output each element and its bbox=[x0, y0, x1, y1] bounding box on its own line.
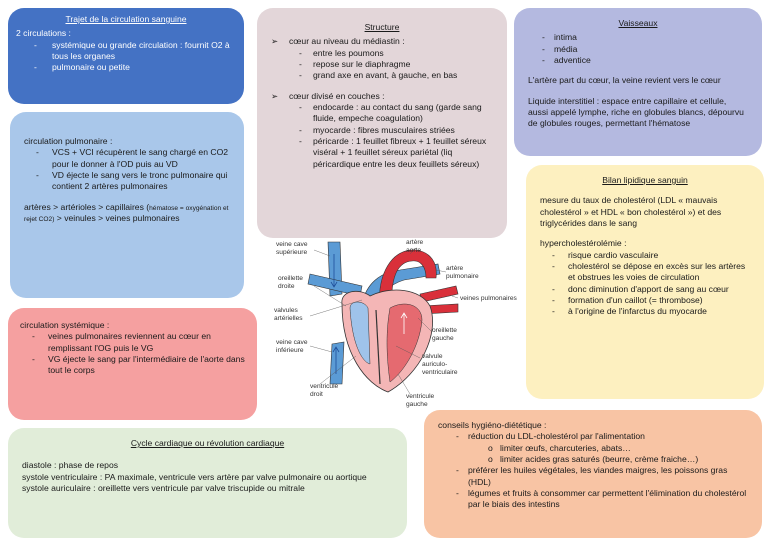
cycle-line: diastole : phase de repos bbox=[22, 460, 119, 471]
list-item: grand axe en avant, à gauche, en bas bbox=[271, 70, 493, 82]
cycle-line: systole auriculaire : oreillette vers ve… bbox=[22, 483, 305, 494]
label-vg-2: gauche bbox=[406, 401, 428, 408]
list-item: péricarde : 1 feuillet fibreux + 1 feuil… bbox=[271, 136, 493, 170]
trajet-title: Trajet de la circulation sanguine bbox=[65, 14, 187, 24]
trajet-card: Trajet de la circulation sanguine 2 circ… bbox=[8, 8, 244, 104]
heart-diagram: veine cave supérieure artère aorte artèr… bbox=[274, 239, 518, 408]
list-item: repose sur le diaphragme bbox=[271, 59, 493, 71]
trajet-intro: 2 circulations : bbox=[16, 28, 71, 39]
pulmonaire-heading: circulation pulmonaire : bbox=[24, 136, 113, 146]
cycle-title: Cycle cardiaque ou révolution cardiaque bbox=[130, 438, 285, 448]
flow-arrow-icon bbox=[332, 346, 340, 374]
pulmonaire-list: VCS + VCI récupèrent le sang chargé en C… bbox=[24, 147, 230, 192]
list-item: réduction du LDL-cholestérol par l'alime… bbox=[438, 431, 748, 443]
list-item: risque cardio vasculaire bbox=[540, 250, 750, 262]
list-item: donc diminution d'apport de sang au cœur bbox=[540, 284, 750, 296]
label-artere-2: aorte bbox=[406, 247, 421, 254]
bilan-title: Bilan lipidique sanguin bbox=[602, 175, 688, 185]
conseils-card: conseils hygiéno-diététique : réduction … bbox=[424, 410, 762, 538]
list-item: média bbox=[528, 44, 748, 56]
label-va-2: artérielles bbox=[274, 315, 303, 322]
label-vav-1: valvule bbox=[422, 353, 443, 360]
vaisseaux-text-1: L'artère part du cœur, la veine revient … bbox=[528, 75, 721, 86]
bilan-card: Bilan lipidique sanguin mesure du taux d… bbox=[526, 165, 764, 399]
flow-arrow-icon bbox=[330, 254, 338, 288]
label-va-1: valvules bbox=[274, 307, 299, 314]
label-vci-1: veine cave bbox=[276, 339, 308, 346]
left-ventricle-shape bbox=[386, 303, 423, 383]
trajet-list: systémique ou grande circulation : fourn… bbox=[16, 40, 236, 74]
list-item: pulmonaire ou petite bbox=[16, 62, 236, 74]
sub-list-item: limiter acides gras saturés (beurre, crè… bbox=[438, 454, 748, 466]
label-ap-1: artère bbox=[446, 265, 464, 272]
right-ventricle-shape bbox=[349, 301, 371, 365]
cycle-card: Cycle cardiaque ou révolution cardiaque … bbox=[8, 428, 407, 538]
flow-arrow-icon bbox=[400, 312, 408, 334]
list-item: myocarde : fibres musculaires striées bbox=[271, 125, 493, 137]
pulmonaire-chain: artères > artérioles > capillaires (héma… bbox=[24, 202, 230, 225]
label-vav-2: auriculo- bbox=[422, 361, 447, 368]
label-og-2: gauche bbox=[432, 335, 454, 342]
aorta-shape bbox=[379, 249, 437, 313]
bilan-list: risque cardio vasculaire cholestérol se … bbox=[540, 250, 750, 318]
bilan-text-2: hypercholestérolémie : bbox=[540, 238, 627, 249]
label-od-1: oreillette bbox=[278, 275, 303, 282]
list-item: systémique ou grande circulation : fourn… bbox=[16, 40, 236, 63]
label-ap-2: pulmonaire bbox=[446, 273, 479, 280]
list-item: légumes et fruits à consommer car permet… bbox=[438, 488, 748, 511]
label-og-1: oreillette bbox=[432, 327, 457, 334]
structure-card: Structure cœur au niveau du médiastin : … bbox=[257, 8, 507, 238]
list-item: VG éjecte le sang par l'intermédiaire de… bbox=[20, 354, 245, 377]
label-od-2: droite bbox=[278, 283, 295, 290]
label-vav-3: ventriculaire bbox=[422, 369, 458, 376]
label-vd-1: ventricule bbox=[310, 383, 339, 390]
label-vcs-2: supérieure bbox=[276, 249, 307, 256]
list-item: VD éjecte le sang vers le tronc pulmonai… bbox=[24, 170, 230, 193]
label-vcs-1: veine cave bbox=[276, 241, 308, 248]
vaisseaux-card: Vaisseaux intima média adventice L'artèr… bbox=[514, 8, 762, 156]
systemique-card: circulation systémique : veines pulmonai… bbox=[8, 308, 257, 420]
structure-title: Structure bbox=[364, 22, 400, 32]
label-vp: veines pulmonaires bbox=[460, 295, 518, 302]
label-vd-2: droit bbox=[310, 391, 323, 398]
list-item: entre les poumons bbox=[271, 48, 493, 60]
systemique-list: veines pulmonaires reviennent au cœur en… bbox=[20, 331, 245, 376]
conseils-list: réduction du LDL-cholestérol par l'alime… bbox=[438, 431, 748, 510]
list-item: préférer les huiles végétales, les viand… bbox=[438, 465, 748, 488]
list-item: à l'origine de l'infarctus du myocarde bbox=[540, 306, 750, 318]
label-vg-1: ventricule bbox=[406, 393, 435, 400]
bilan-text-1: mesure du taux de cholestérol (LDL « mau… bbox=[540, 195, 722, 229]
pulmonaire-card: circulation pulmonaire : VCS + VCI récup… bbox=[10, 112, 244, 298]
list-item: VCS + VCI récupèrent le sang chargé en C… bbox=[24, 147, 230, 170]
list-item: formation d'un caillot (= thrombose) bbox=[540, 295, 750, 307]
list-item: adventice bbox=[528, 55, 748, 67]
structure-point-1: cœur au niveau du médiastin : bbox=[271, 36, 493, 48]
structure-list-2: endocarde : au contact du sang (garde sa… bbox=[271, 102, 493, 170]
systemique-heading: circulation systémique : bbox=[20, 320, 110, 330]
vaisseaux-list: intima média adventice bbox=[528, 32, 748, 66]
vaisseaux-text-2: Liquide interstitiel : espace entre capi… bbox=[528, 95, 744, 129]
sub-list-item: limiter œufs, charcuteries, abats… bbox=[438, 443, 748, 455]
chain-text-a: artères > artérioles > capillaires ( bbox=[24, 201, 150, 212]
structure-point-2: cœur divisé en couches : bbox=[271, 91, 493, 103]
list-item: intima bbox=[528, 32, 748, 44]
chain-text-small: hématose = oxygénation et rejet CO2) bbox=[24, 204, 229, 224]
septum-shape bbox=[375, 309, 381, 385]
structure-list-1: entre les poumons repose sur le diaphrag… bbox=[271, 48, 493, 82]
list-item: veines pulmonaires reviennent au cœur en… bbox=[20, 331, 245, 354]
conseils-heading: conseils hygiéno-diététique : bbox=[438, 420, 547, 430]
cycle-line: systole ventriculaire : PA maximale, ven… bbox=[22, 471, 367, 482]
vaisseaux-title: Vaisseaux bbox=[618, 18, 658, 28]
label-vci-2: inférieure bbox=[276, 347, 304, 354]
chain-text-b: > veinules > veines pulmonaires bbox=[54, 213, 180, 224]
label-artere-1: artère bbox=[406, 239, 424, 246]
list-item: cholestérol se dépose en excès sur les a… bbox=[540, 261, 750, 284]
list-item: endocarde : au contact du sang (garde sa… bbox=[271, 102, 493, 125]
